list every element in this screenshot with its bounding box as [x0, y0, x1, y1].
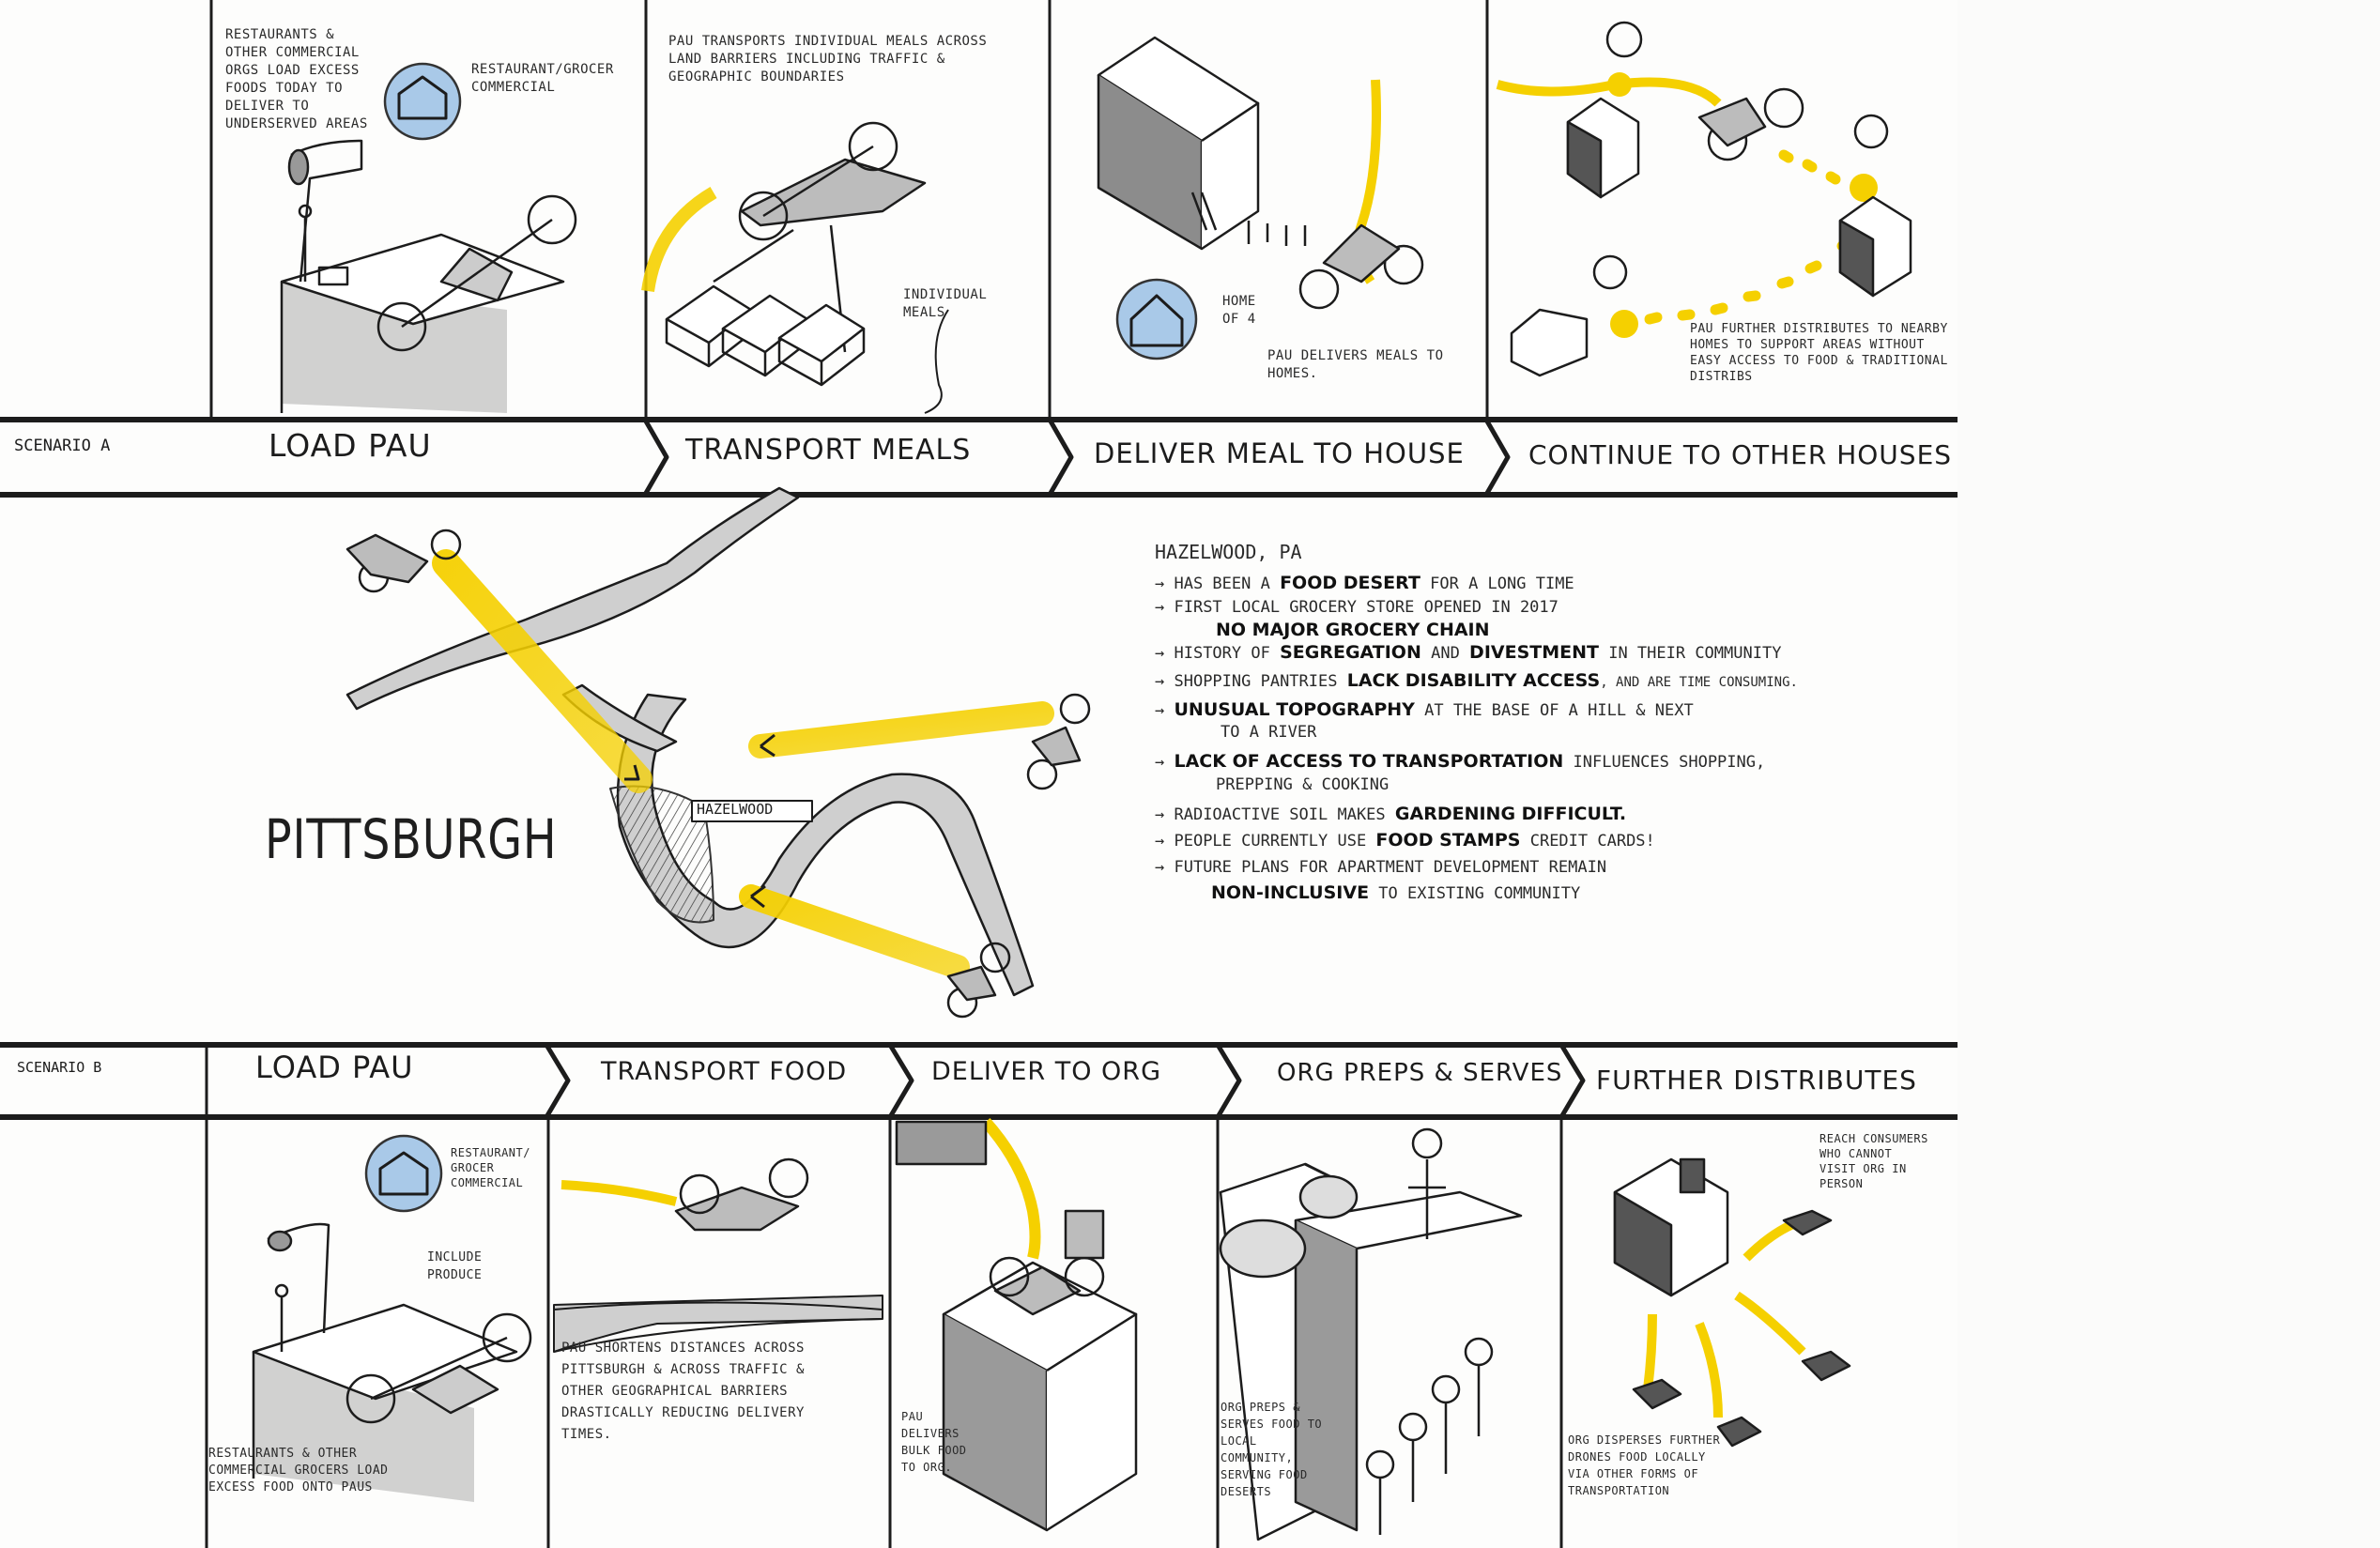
note-b-load-icon: RESTAURANT/ GROCER COMMERCIAL [451, 1146, 530, 1189]
banner-a-chevron-2 [1047, 417, 1074, 498]
storyboard-drawing [0, 0, 1958, 1548]
scenario-b-label: SCENARIO B [17, 1059, 102, 1076]
map-sketch [345, 486, 1091, 1019]
fact-10-pre: RADIOACTIVE SOIL MAKES [1174, 805, 1395, 824]
sketch-b-serve [895, 1120, 1523, 1541]
step-b-load-title: LOAD PAU [255, 1050, 414, 1085]
fact-8-post: INFLUENCES SHOPPING, [1563, 753, 1766, 772]
step-b-serve-title: ORG PREPS & SERVES [1277, 1059, 1563, 1087]
map-neighborhood-label: HAZELWOOD [697, 801, 774, 818]
banner-a-chevron-1 [642, 417, 669, 498]
note-b-deliver: PAU DELIVERS BULK FOOD TO ORG. [901, 1410, 967, 1474]
restaurant-icon-b [364, 1134, 443, 1213]
fact-item-10: → RADIOACTIVE SOIL MAKES GARDENING DIFFI… [1155, 804, 1627, 824]
fact-5-pre: SHOPPING PANTRIES [1174, 672, 1347, 691]
note-a-load: RESTAURANTS & OTHER COMMERCIAL ORGS LOAD… [225, 27, 368, 131]
fact-item-12: → FUTURE PLANS FOR APARTMENT DEVELOPMENT… [1155, 858, 1607, 877]
sketch-b-deliver [942, 1118, 1138, 1532]
fact-11-pre: PEOPLE CURRENTLY USE [1174, 832, 1376, 851]
note-b-transport: PAU SHORTENS DISTANCES ACROSS PITTSBURGH… [561, 1341, 805, 1442]
sketch-b-transport [553, 1157, 883, 1353]
fact-item-3: NO MAJOR GROCERY CHAIN [1216, 620, 1490, 640]
fact-9-pre: PREPPING & COOKING [1216, 775, 1390, 794]
sketch-a-transport [641, 121, 949, 414]
fact-item-11: → PEOPLE CURRENTLY USE FOOD STAMPS CREDI… [1155, 830, 1655, 851]
step-b-transport-title: TRANSPORT FOOD [601, 1057, 848, 1086]
fact-13-post: TO EXISTING COMMUNITY [1369, 884, 1581, 903]
banner-b-chevron-4 [1559, 1042, 1586, 1120]
sketch-b-further [1613, 1157, 1851, 1448]
fact-6-bold: UNUSUAL TOPOGRAPHY [1174, 699, 1415, 720]
banner-a-chevron-3 [1483, 417, 1511, 498]
fact-1-pre: HAS BEEN A [1174, 575, 1281, 593]
restaurant-icon-a [383, 62, 462, 141]
note-a-transport-meals: INDIVIDUAL MEALS [903, 287, 988, 320]
note-a-home: HOME OF 4 [1222, 294, 1256, 327]
step-a-load-title: LOAD PAU [269, 427, 432, 464]
fact-11-bold: FOOD STAMPS [1375, 830, 1521, 851]
fact-4-bold-2: DIVESTMENT [1469, 642, 1599, 663]
fact-11-post: CREDIT CARDS! [1520, 832, 1655, 851]
fact-4-post-2: IN THEIR COMMUNITY [1598, 644, 1782, 663]
fact-8-bold: LACK OF ACCESS TO TRANSPORTATION [1174, 751, 1564, 772]
sketch-a-continue [1496, 21, 1912, 377]
fact-3-bold: NO MAJOR GROCERY CHAIN [1216, 620, 1490, 640]
note-a-continue: PAU FURTHER DISTRIBUTES TO NEARBY HOMES … [1690, 322, 1948, 384]
fact-item-6: → UNUSUAL TOPOGRAPHY AT THE BASE OF A HI… [1155, 699, 1694, 720]
step-b-deliver-title: DELIVER TO ORG [931, 1057, 1161, 1086]
step-a-transport-title: TRANSPORT MEALS [685, 434, 972, 467]
fact-13-bold: NON-INCLUSIVE [1211, 882, 1370, 903]
sketch-a-deliver [1097, 36, 1424, 360]
fact-1-post: FOR A LONG TIME [1420, 575, 1574, 593]
note-b-load: RESTAURANTS & OTHER COMMERCIAL GROCERS L… [208, 1447, 389, 1494]
banner-b-chevron-1 [544, 1042, 571, 1120]
note-a-load-icon: RESTAURANT/GROCER COMMERCIAL [471, 62, 614, 95]
note-b-produce: INCLUDE PRODUCE [427, 1250, 483, 1282]
sketch-a-load [280, 62, 577, 413]
fact-4-bold: SEGREGATION [1280, 642, 1421, 663]
scenario-a-label: SCENARIO A [14, 437, 111, 455]
fact-item-4: → HISTORY OF SEGREGATION AND DIVESTMENT … [1155, 642, 1782, 663]
fact-2-pre: FIRST LOCAL GROCERY STORE OPENED IN 2017 [1174, 598, 1559, 617]
fact-12-pre: FUTURE PLANS FOR APARTMENT DEVELOPMENT R… [1174, 858, 1607, 877]
fact-item-1: → HAS BEEN A FOOD DESERT FOR A LONG TIME [1155, 573, 1574, 593]
step-a-continue-title: CONTINUE TO OTHER HOUSES [1528, 439, 1953, 470]
fact-7-pre: TO A RIVER [1221, 723, 1317, 742]
map-city-label: PITTSBURGH [265, 807, 558, 871]
facts-heading: HAZELWOOD, PA [1155, 541, 1302, 563]
fact-item-5: → SHOPPING PANTRIES LACK DISABILITY ACCE… [1155, 670, 1798, 691]
fact-6-post: AT THE BASE OF A HILL & NEXT [1414, 701, 1694, 720]
fact-item-13: NON-INCLUSIVE TO EXISTING COMMUNITY [1211, 882, 1580, 903]
fact-item-9: PREPPING & COOKING [1216, 775, 1389, 794]
storyboard-sheet: SCENARIO A LOAD PAU TRANSPORT MEALS DELI… [0, 0, 1958, 1548]
note-a-deliver: PAU DELIVERS MEALS TO HOMES. [1267, 348, 1444, 381]
note-b-serve: ORG PREPS & SERVES FOOD TO LOCAL COMMUNI… [1221, 1401, 1323, 1498]
fact-4-post: AND [1420, 644, 1470, 663]
fact-10-bold: GARDENING DIFFICULT. [1394, 804, 1627, 824]
sketch-b-load [252, 1134, 532, 1502]
fact-1-bold: FOOD DESERT [1280, 573, 1420, 593]
note-a-transport: PAU TRANSPORTS INDIVIDUAL MEALS ACROSS L… [668, 34, 988, 84]
fact-item-2: → FIRST LOCAL GROCERY STORE OPENED IN 20… [1155, 598, 1559, 617]
fact-4-pre: HISTORY OF [1174, 644, 1281, 663]
fact-5-post: , AND ARE TIME CONSUMING. [1600, 675, 1798, 690]
step-a-deliver-title: DELIVER MEAL TO HOUSE [1094, 437, 1465, 469]
note-b-further: ORG DISPERSES FURTHER DRONES FOOD LOCALL… [1568, 1433, 1721, 1497]
fact-item-7: TO A RIVER [1221, 723, 1316, 742]
banner-b-chevron-2 [887, 1042, 914, 1120]
fact-item-8: → LACK OF ACCESS TO TRANSPORTATION INFLU… [1155, 751, 1766, 772]
home-icon-a [1115, 278, 1198, 360]
fact-5-bold: LACK DISABILITY ACCESS [1346, 670, 1601, 691]
step-b-further-title: FURTHER DISTRIBUTES [1596, 1065, 1917, 1096]
banner-b-chevron-3 [1215, 1042, 1242, 1120]
note-b-reach: REACH CONSUMERS WHO CANNOT VISIT ORG IN … [1820, 1132, 1928, 1190]
